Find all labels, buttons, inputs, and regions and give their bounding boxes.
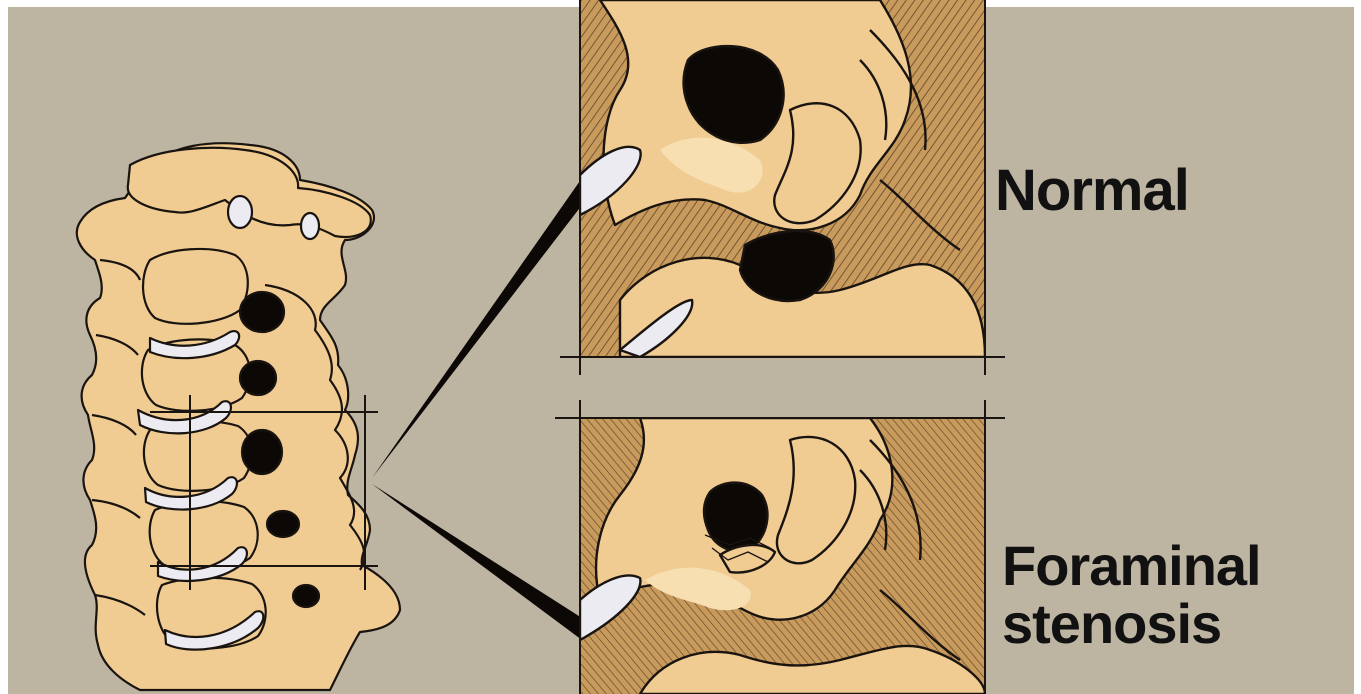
frame-left	[0, 0, 8, 694]
vertebral-body-1	[143, 249, 248, 324]
foramen-c2	[240, 292, 284, 332]
cervical-spine	[77, 143, 400, 690]
label-foraminal: Foraminal	[1002, 538, 1261, 594]
stenosis-foramen	[704, 483, 767, 551]
frame-right	[1354, 0, 1361, 694]
label-normal: Normal	[995, 162, 1189, 220]
panel-normal	[580, 0, 985, 357]
vertebra-c2-notch	[228, 196, 252, 228]
panel-stenosis	[580, 418, 985, 694]
vertebra-c2-notch-2	[301, 213, 319, 239]
foramen-c5	[267, 511, 299, 537]
foramen-c4	[242, 430, 282, 474]
foramen-c3	[240, 361, 276, 395]
label-stenosis: stenosis	[1002, 596, 1221, 652]
foramen-c6	[293, 585, 319, 607]
